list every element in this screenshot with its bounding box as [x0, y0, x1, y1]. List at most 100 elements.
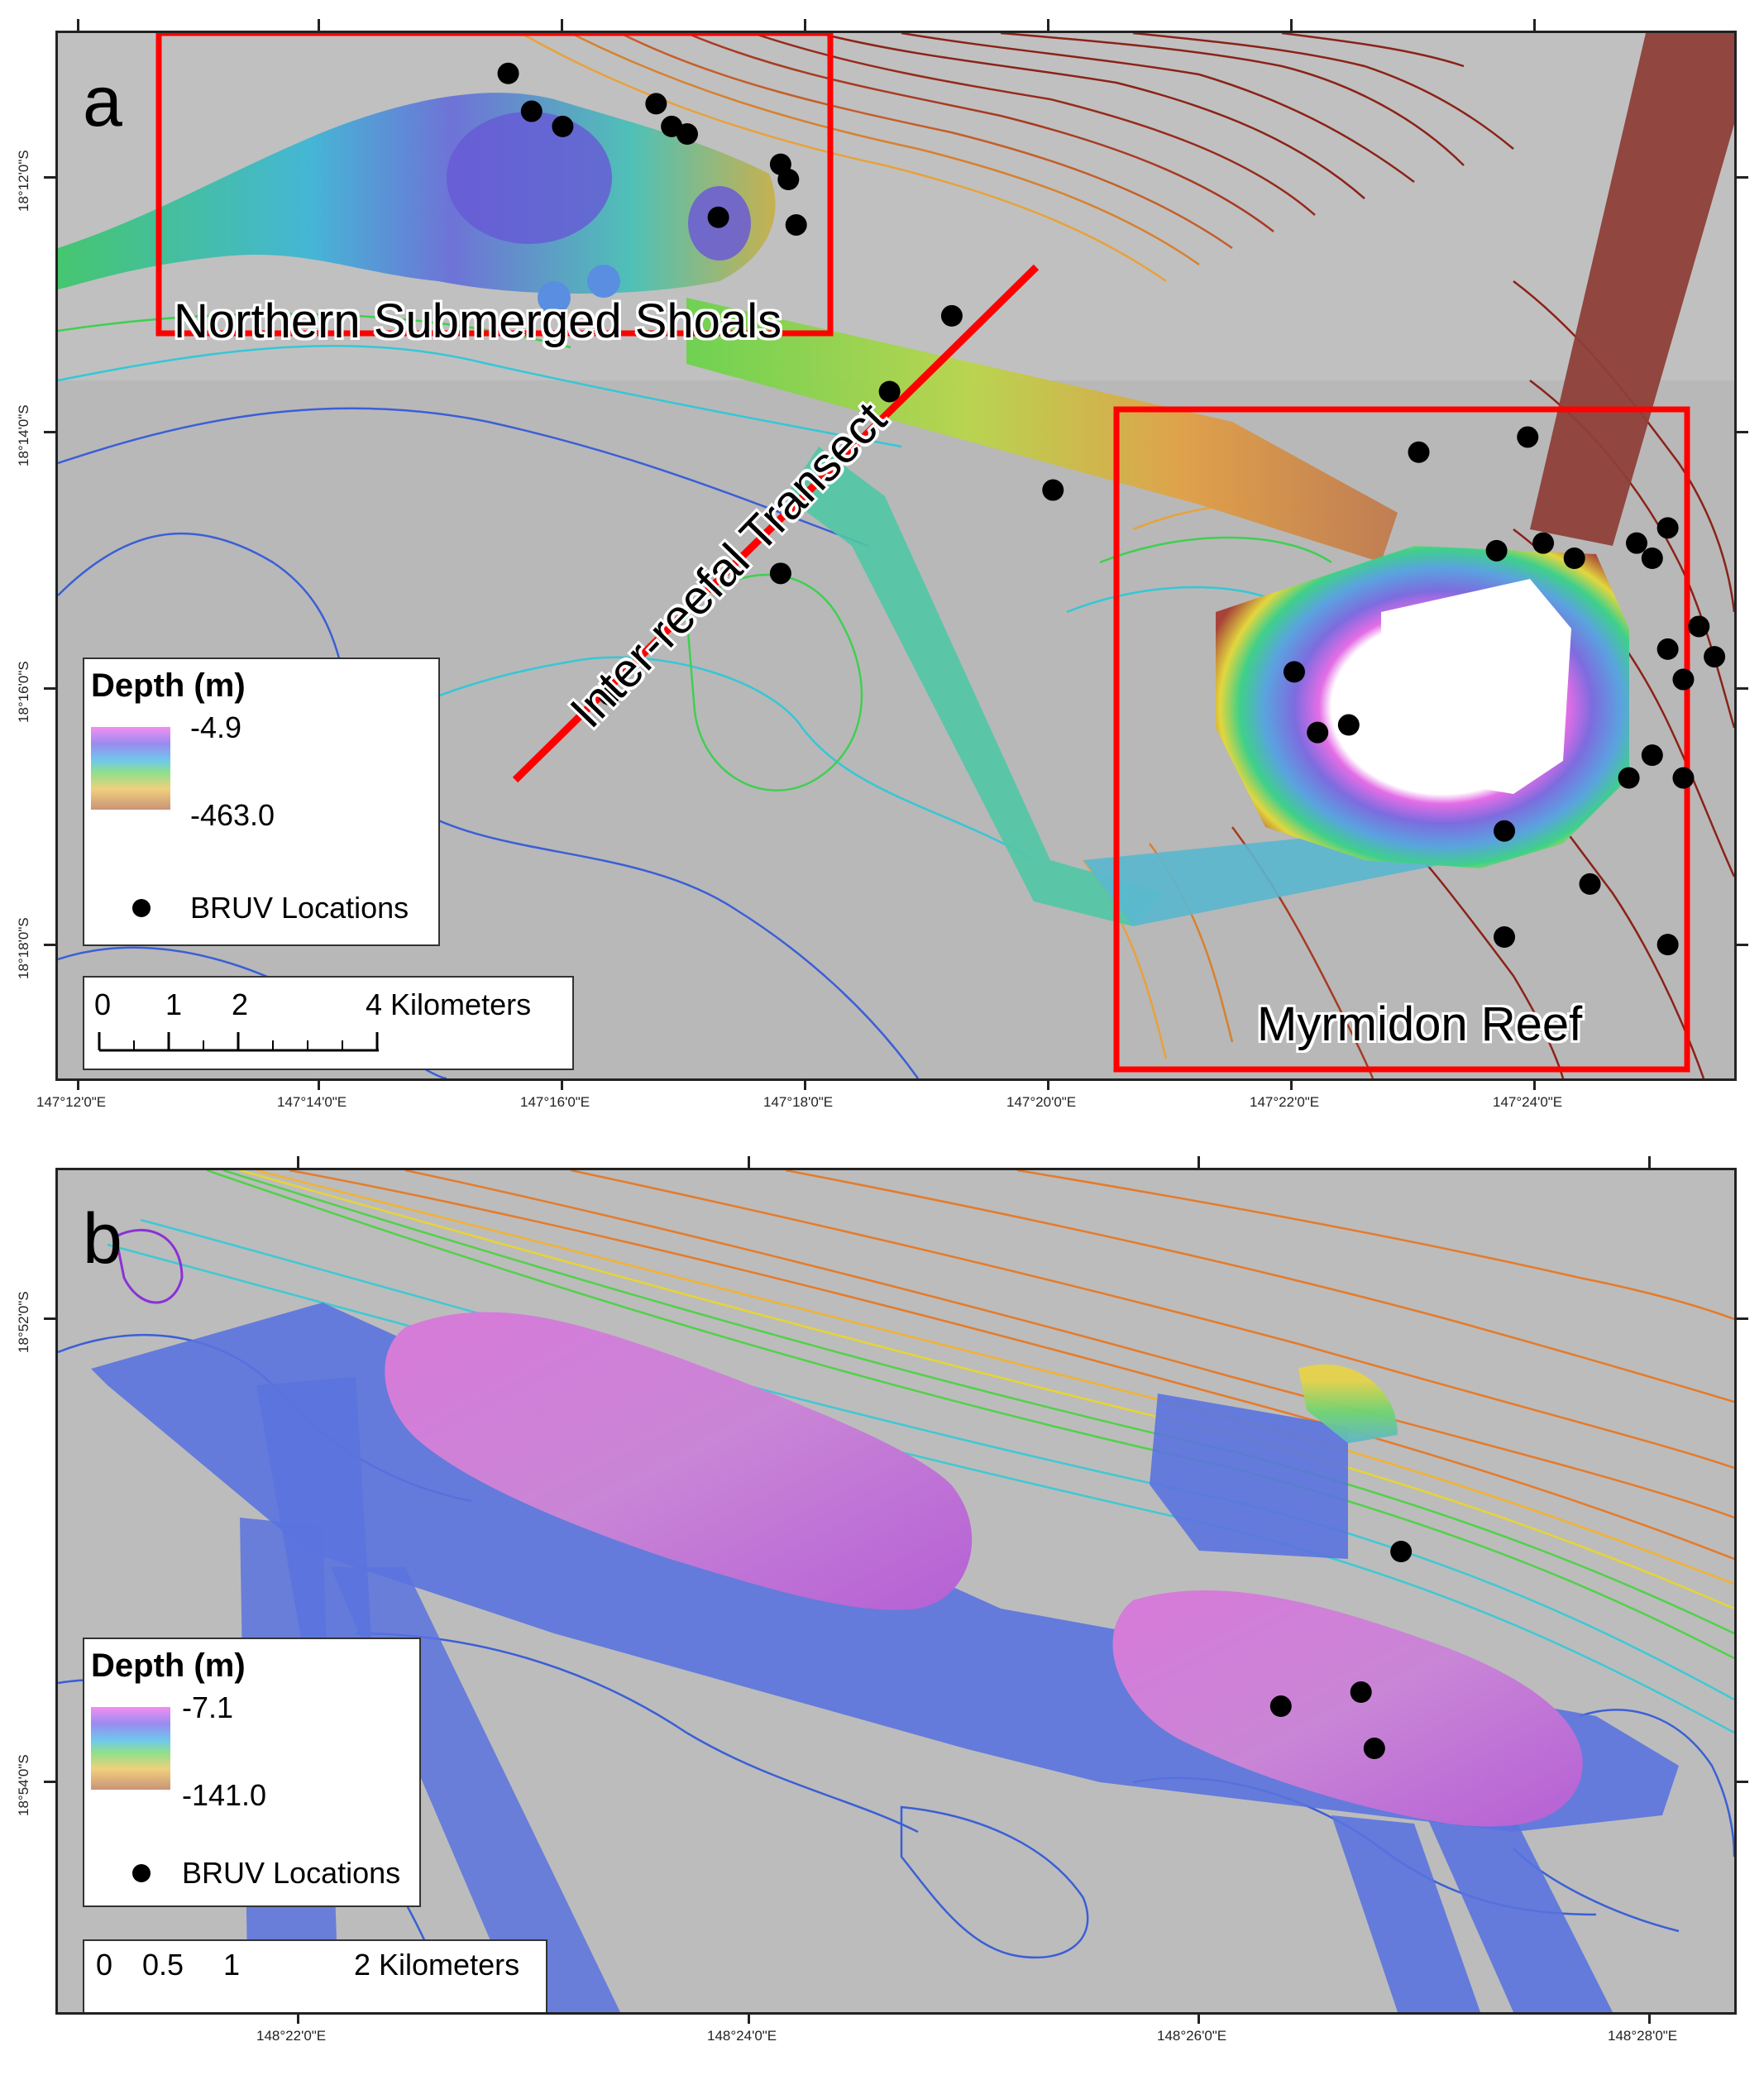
depth-legend-b: Depth (m) -7.1 -141.0 BRUV Locations: [83, 1638, 421, 1907]
scale-label: 1: [165, 987, 183, 1021]
bruv-point: [1656, 638, 1679, 660]
scale-label: 1: [223, 1948, 241, 1982]
bruv-point: [598, 683, 620, 705]
x-axis-label: 147°16'0"E: [520, 1094, 590, 1110]
map-panel-a: a Northern Submerged Shoals Inter-reefal…: [55, 31, 1737, 1081]
bruv-point: [785, 213, 807, 236]
axis-tick: [804, 19, 806, 31]
scale-bar-b: 0 0.5 1 2 Kilometers: [83, 1939, 547, 2012]
axis-tick: [77, 1078, 79, 1090]
bruv-point: [520, 100, 543, 122]
y-axis-label: 18°14'0"S: [16, 404, 31, 466]
bruv-marker-icon: [132, 899, 151, 917]
x-axis-label: 147°22'0"E: [1250, 1094, 1320, 1110]
axis-tick: [44, 431, 55, 433]
bruv-point: [1494, 926, 1516, 948]
map-panel-b: b Depth (m) -7.1 -141.0 BRUV Locations 0…: [55, 1168, 1737, 2015]
bruv-point: [1532, 532, 1555, 554]
bruv-point: [645, 93, 667, 115]
x-axis-label: 147°18'0"E: [763, 1094, 834, 1110]
bruv-point: [1269, 1695, 1292, 1718]
label-myrmidon-reef: Myrmidon Reef: [1257, 997, 1583, 1051]
bruv-point: [1656, 517, 1679, 539]
bruv-point: [497, 62, 519, 84]
depth-color-ramp: [91, 727, 170, 810]
bruv-point: [1579, 873, 1601, 895]
bruv-point: [1626, 532, 1647, 554]
contour-lines-b: [107, 1170, 1734, 1734]
bruv-point: [552, 115, 574, 137]
axis-tick: [297, 1156, 299, 1168]
depth-color-ramp: [91, 1707, 170, 1790]
bruv-marker-icon: [132, 1864, 151, 1882]
axis-tick: [1737, 1317, 1748, 1320]
axis-tick: [44, 944, 55, 946]
axis-tick: [1290, 19, 1293, 31]
scale-label: 0.5: [142, 1948, 184, 1982]
axis-tick: [1533, 1078, 1536, 1090]
bruv-point: [1408, 441, 1430, 463]
legend-title: Depth (m): [91, 1647, 246, 1684]
bruv-point: [777, 169, 800, 190]
x-axis-label: 148°28'0"E: [1608, 2028, 1678, 2044]
panel-letter-b: b: [83, 1199, 122, 1279]
y-axis-label: 18°12'0"S: [16, 150, 31, 212]
axis-tick: [804, 1078, 806, 1090]
x-axis-label: 148°26'0"E: [1157, 2028, 1227, 2044]
axis-tick: [44, 687, 55, 690]
legend-max-depth: -4.9: [190, 710, 242, 744]
bruv-point: [1618, 767, 1640, 789]
axis-tick: [44, 1781, 55, 1783]
axis-tick: [1047, 1078, 1049, 1090]
y-axis-label: 18°18'0"S: [16, 917, 31, 979]
bruv-point: [878, 380, 901, 403]
axis-tick: [1290, 1078, 1293, 1090]
axis-tick: [1737, 176, 1748, 179]
frame-northern-shoals: [155, 33, 834, 337]
bruv-point: [1517, 426, 1539, 448]
axis-tick: [318, 19, 320, 31]
bruv-point: [1641, 744, 1663, 767]
bruv-point: [1641, 547, 1663, 569]
bruv-point: [1337, 714, 1360, 736]
x-axis-label: 147°14'0"E: [277, 1094, 347, 1110]
axis-tick: [44, 176, 55, 179]
axis-tick: [1198, 2012, 1200, 2024]
label-northern-submerged-shoals: Northern Submerged Shoals: [174, 294, 782, 348]
legend-title: Depth (m): [91, 667, 246, 704]
bruv-point: [707, 206, 729, 228]
bruv-points-a: [497, 62, 1726, 956]
x-axis-label: 147°20'0"E: [1006, 1094, 1077, 1110]
y-axis-label: 18°16'0"S: [16, 661, 31, 723]
legend-bruv-label: BRUV Locations: [182, 1856, 401, 1890]
x-axis-label: 147°24'0"E: [1493, 1094, 1563, 1110]
axis-tick: [1648, 1156, 1651, 1168]
axis-tick: [561, 1078, 563, 1090]
bruv-point: [676, 123, 698, 146]
axis-tick: [297, 2012, 299, 2024]
frame-myrmidon-reef: [1113, 406, 1690, 1073]
legend-min-depth: -141.0: [182, 1778, 267, 1812]
x-axis-label: 148°22'0"E: [256, 2028, 327, 2044]
axis-tick: [748, 2012, 750, 2024]
bruv-point: [1672, 668, 1695, 691]
axis-tick: [318, 1078, 320, 1090]
bruv-point: [1042, 479, 1064, 501]
legend-min-depth: -463.0: [190, 798, 275, 832]
x-axis-label: 148°24'0"E: [707, 2028, 777, 2044]
legend-bruv-label: BRUV Locations: [190, 891, 409, 925]
scale-label: 0: [94, 987, 112, 1021]
scale-bar-a: 0 1 2 4 Kilometers: [83, 976, 574, 1070]
bruv-point: [1563, 547, 1585, 569]
axis-tick: [561, 19, 563, 31]
depth-legend-a: Depth (m) -4.9 -463.0 BRUV Locations: [83, 657, 440, 946]
y-axis-label: 18°54'0"S: [16, 1754, 31, 1816]
bruv-point: [1363, 1738, 1385, 1760]
bruv-point: [769, 562, 791, 585]
bruv-point: [1350, 1681, 1372, 1704]
x-axis-label: 147°12'0"E: [36, 1094, 107, 1110]
scale-label: 0: [96, 1948, 113, 1982]
axis-tick: [77, 19, 79, 31]
bruv-point: [1390, 1541, 1413, 1563]
bruv-points-b: [1269, 1541, 1413, 1760]
